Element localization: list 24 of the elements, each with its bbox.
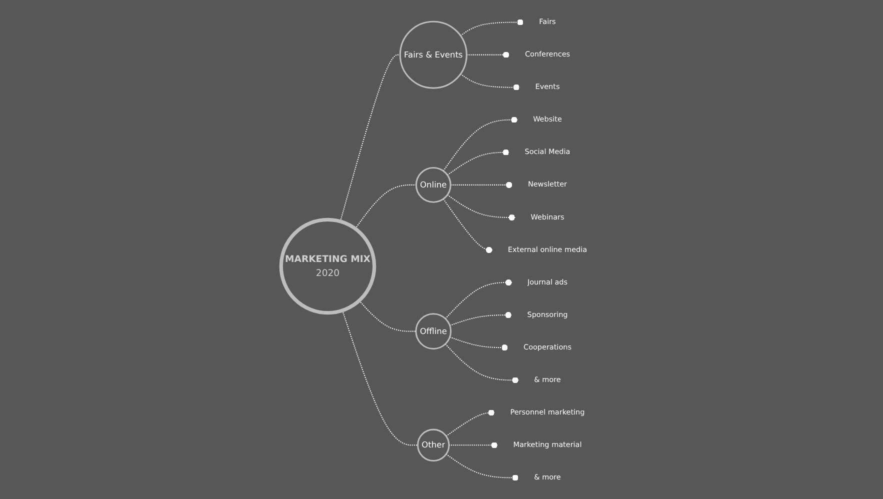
connector [442, 198, 492, 253]
node-circle: Fairs & Events [399, 20, 468, 88]
connector [446, 409, 494, 436]
connector [444, 278, 512, 318]
node-circle: Other [416, 428, 450, 462]
connector [442, 116, 518, 171]
node-circle: MARKETING MIX 2020 [278, 217, 376, 314]
connector [466, 51, 510, 58]
connector [449, 311, 512, 326]
connector [342, 310, 418, 446]
connector [444, 343, 518, 383]
node-circle: Offline [414, 312, 452, 350]
connector [354, 184, 416, 228]
connector [448, 442, 498, 448]
connector [460, 73, 520, 90]
connector [358, 300, 416, 332]
connector [449, 336, 508, 350]
connector [340, 54, 400, 222]
connector [446, 453, 518, 480]
connector [446, 194, 515, 220]
node-circle: Online [415, 166, 451, 202]
connector [450, 181, 512, 188]
connector [446, 148, 509, 175]
connector [460, 18, 524, 36]
